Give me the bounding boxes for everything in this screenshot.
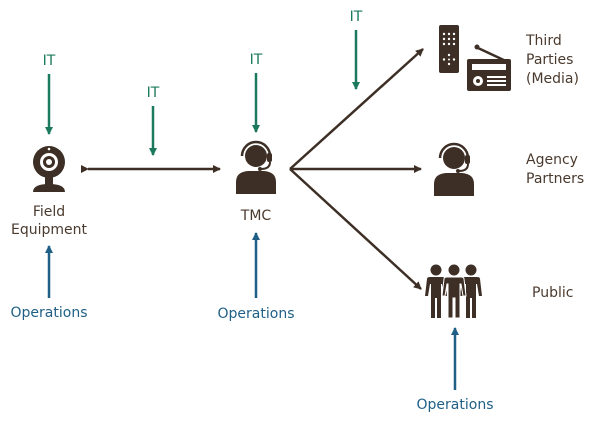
operations-label-field-equipment: Operations: [10, 305, 88, 321]
operations-label-tmc: Operations: [217, 306, 295, 322]
tmc-label: TMC: [240, 208, 272, 224]
third-parties-label: Third Parties (Media): [526, 32, 579, 89]
edge-tmc-third-parties: [289, 48, 424, 170]
agency-partners-label-line1: Agency: [526, 152, 578, 168]
operations-label-public: Operations: [416, 397, 494, 413]
agency-partners-label-line2: Partners: [526, 171, 585, 187]
it-label-tmc: IT: [249, 52, 263, 68]
field-equipment-label-line1: Field: [32, 204, 66, 220]
radio-icon: [467, 44, 511, 91]
agency-partners-label: Agency Partners: [526, 151, 584, 189]
edge-tmc-public: [289, 168, 422, 290]
headset-operator-icon: [434, 142, 474, 196]
field-equipment-label-line2: Equipment: [11, 222, 87, 238]
people-group-icon: [425, 263, 482, 319]
third-parties-label-line2: Parties: [526, 52, 574, 68]
webcam-icon: [33, 146, 65, 192]
it-label-third-parties: IT: [349, 9, 363, 25]
public-label: Public: [532, 285, 574, 301]
headset-operator-icon: [236, 140, 276, 194]
it-label-field-equipment: IT: [42, 53, 56, 69]
remote-control-icon: [439, 25, 459, 73]
third-parties-label-line3: (Media): [526, 71, 579, 87]
field-equipment-label: Field Equipment: [11, 203, 87, 239]
third-parties-label-line1: Third: [526, 33, 562, 49]
it-label-link: IT: [146, 85, 160, 101]
